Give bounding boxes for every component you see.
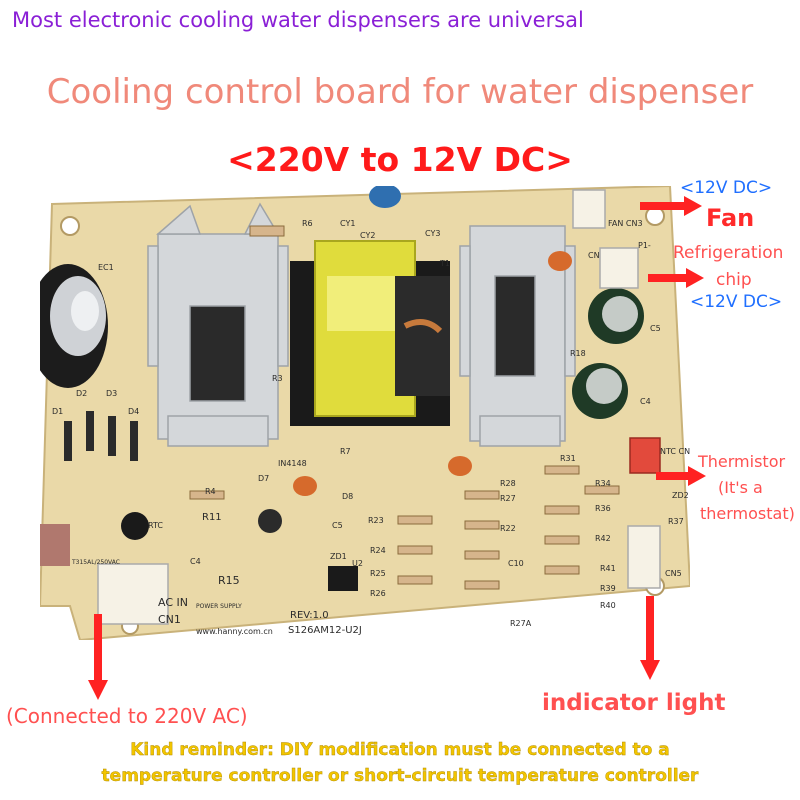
fuse	[40, 524, 70, 566]
silk-r28: R28	[500, 479, 516, 488]
silk-r34: R34	[595, 479, 611, 488]
silk-d4: D4	[128, 407, 139, 416]
silk-model: S126AM12-U2J	[288, 625, 362, 636]
silk-c10: C10	[508, 559, 524, 568]
silk-r15: R15	[218, 574, 240, 587]
thermistor-arrow	[656, 466, 706, 486]
silk-zd1: ZD1	[330, 552, 347, 561]
refrigeration-label: Refrigeration	[673, 243, 784, 263]
silk-r6: R6	[302, 219, 313, 228]
silk-acin: AC IN	[158, 596, 188, 609]
silk-r22: R22	[500, 524, 516, 533]
ntc-connector	[629, 437, 661, 474]
silk-r31: R31	[560, 454, 576, 463]
silk-r27: R27	[500, 494, 516, 503]
silk-d7: D7	[258, 474, 269, 483]
silk-rev: REV:1.0	[290, 610, 329, 621]
silk-r24: R24	[370, 546, 386, 555]
silk-r18: R18	[570, 349, 586, 358]
silk-ec1: EC1	[98, 263, 114, 272]
silk-d2: D2	[76, 389, 87, 398]
silk-cn1: CN1	[158, 613, 181, 626]
ac-in-connector	[97, 563, 169, 625]
chip-label: chip	[716, 270, 752, 290]
silk-t1: T1	[439, 259, 450, 268]
thermistor-note-1: (It's a	[718, 478, 763, 497]
fan-arrow	[640, 196, 702, 216]
silk-cn5: CN5	[665, 569, 682, 578]
silk-c5: C5	[650, 324, 661, 333]
silk-in4148: IN4148	[278, 459, 307, 468]
silk-r42: R42	[595, 534, 611, 543]
indicator-arrow	[640, 596, 660, 680]
silk-r41: R41	[600, 564, 616, 573]
header-universal-note: Most electronic cooling water dispensers…	[12, 8, 584, 32]
silk-c5b: C5	[332, 521, 343, 530]
silk-ntc-cn4: NTC CN4	[660, 447, 690, 456]
silk-zd2: ZD2	[672, 491, 689, 500]
silk-r26: R26	[370, 589, 386, 598]
silk-r11: R11	[202, 512, 222, 523]
silk-r25: R25	[370, 569, 386, 578]
silk-r4: R4	[205, 487, 216, 496]
silk-d8: D8	[342, 492, 353, 501]
indicator-light-label: indicator light	[542, 690, 726, 716]
silk-cy2: CY2	[360, 231, 375, 240]
chip-voltage-label: <12V DC>	[690, 292, 783, 312]
fan-connector	[572, 189, 606, 229]
pcb-board-image: EC1 R6 CY1 CY2 CY3 T1 FAN CN3 CN P1- C5 …	[40, 186, 690, 640]
silk-cy1: CY1	[340, 219, 355, 228]
page-subtitle: <220V to 12V DC>	[227, 140, 573, 179]
silk-fan-cn3: FAN CN3	[608, 219, 643, 228]
reminder-line-2: temperature controller or short-circuit …	[101, 766, 699, 786]
silk-power-supply: POWER SUPPLY	[196, 603, 242, 610]
reminder-line-1: Kind reminder: DIY modification must be …	[130, 740, 670, 760]
silk-c4: C4	[640, 397, 651, 406]
silk-r27a: R27A	[510, 619, 532, 628]
silk-r37: R37	[668, 517, 684, 526]
silk-r23: R23	[368, 516, 384, 525]
silk-rtc: RTC	[148, 521, 163, 530]
left-heatsink	[147, 202, 289, 447]
thermistor-note-2: thermostat)	[700, 504, 795, 523]
silk-u2: U2	[352, 559, 363, 568]
thermistor-label: Thermistor	[698, 452, 786, 471]
silk-d1: D1	[52, 407, 63, 416]
silk-cn: CN	[588, 251, 600, 260]
chip-connector	[599, 247, 639, 289]
ac-input-label: (Connected to 220V AC)	[6, 704, 248, 728]
transformer	[290, 240, 450, 426]
silk-r39: R39	[600, 584, 616, 593]
silk-c4b: C4	[190, 557, 201, 566]
silk-url: www.hanny.com.cn	[196, 627, 273, 636]
silk-r3: R3	[272, 374, 283, 383]
silk-r40: R40	[600, 601, 616, 610]
indicator-connector	[627, 525, 661, 589]
silk-r7: R7	[340, 447, 351, 456]
silk-r36: R36	[595, 504, 611, 513]
page-title: Cooling control board for water dispense…	[46, 72, 754, 112]
silk-cy3: CY3	[425, 229, 440, 238]
fan-label: Fan	[706, 204, 755, 232]
silk-p1: P1-	[638, 241, 651, 250]
chip-arrow	[648, 268, 704, 288]
fan-voltage-label: <12V DC>	[680, 178, 773, 198]
silk-d3: D3	[106, 389, 117, 398]
silk-fuse: T315AL/250VAC	[71, 559, 120, 566]
ac-input-arrow	[88, 614, 108, 700]
